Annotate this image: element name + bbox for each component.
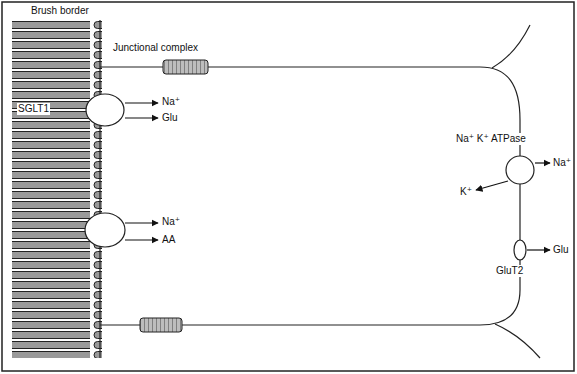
flux-arrow [125,222,158,223]
flux-arrow [125,239,158,240]
apical-membrane [99,20,100,358]
brush-border [12,20,102,358]
lateral-membrane [492,25,530,68]
frame [2,2,574,371]
transporter-node: GluT2 [513,239,527,261]
flux-arrow [476,181,508,190]
membrane [100,324,140,325]
transporter-node: SGLT1 [85,93,125,127]
label: Brush border [30,5,90,17]
flux-arrow [527,249,550,250]
cell-membrane [182,67,520,325]
label: Na⁺ [161,216,181,228]
label: Glu [161,112,179,124]
transporter-outline [85,93,125,127]
transporter-label: SGLT1 [17,103,50,115]
membrane [100,66,163,67]
transporter-node: Na⁺ K⁺ ATPase [505,155,535,185]
flux-arrow [535,162,550,163]
flux-arrow [125,102,158,103]
lateral-membrane [495,324,540,358]
transporter-label: GluT2 [495,265,524,277]
label: Junctional complex [112,42,199,54]
label: K⁺ [459,186,473,198]
transporter-label: Na⁺ K⁺ ATPase [455,133,527,145]
junctional-complex [163,60,208,74]
label: Na⁺ [161,96,181,108]
junctional-complex [140,318,182,332]
transporter [85,213,125,247]
label: Na⁺ [552,157,572,169]
transporter-outline [513,239,527,261]
flux-arrow [125,117,158,118]
transporter-outline [505,155,535,185]
label: Glu [552,244,570,256]
label: AA [161,234,176,246]
